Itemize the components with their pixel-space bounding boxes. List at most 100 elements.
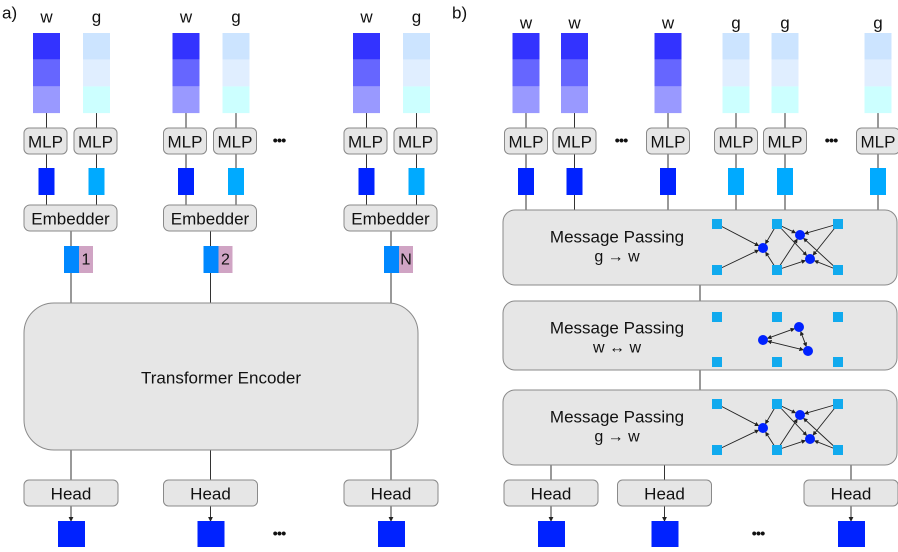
g-input-stack-segment [772, 60, 799, 87]
mlp-w-box: MLP [505, 128, 548, 154]
w-input-stack-segment [353, 86, 380, 113]
ellipsis-icon: ••• [615, 133, 629, 150]
w-input-stack-segment [173, 60, 200, 87]
grid-node-square [712, 399, 722, 409]
weather-node-circle [758, 423, 768, 433]
w-input-stack [33, 33, 60, 113]
w-input-stack-segment [33, 33, 60, 60]
g-input-label: g [412, 8, 421, 27]
w-input-label: w [519, 14, 533, 33]
mlp-w-box: MLP [164, 128, 207, 154]
message-passing-direction: w ↔ w [592, 340, 641, 357]
grid-node-square [772, 265, 782, 275]
weather-node-circle [805, 434, 815, 444]
ellipsis-icon: ••• [825, 133, 839, 150]
g-input-stack-segment [403, 60, 430, 87]
weather-node-circle [758, 335, 768, 345]
output-square [838, 521, 865, 547]
w-input-stack [173, 33, 200, 113]
mlp-g-box: MLP [764, 128, 807, 154]
weather-node-circle [803, 346, 813, 356]
embedder-box-label: Embedder [171, 210, 250, 229]
weather-node-circle [758, 243, 768, 253]
w-input-stack-segment [353, 60, 380, 87]
mlp-g-box: MLP [214, 128, 257, 154]
w-input-stack [561, 33, 588, 113]
weather-node-circle [795, 410, 805, 420]
g-input-stack [403, 33, 430, 113]
mlp-w-box: MLP [647, 128, 690, 154]
w-input-stack [513, 33, 540, 113]
w-embedding [39, 168, 55, 195]
grid-node-square [772, 357, 782, 367]
grid-node-square [833, 357, 843, 367]
ellipsis-icon: ••• [273, 133, 287, 150]
w-input-stack-segment [33, 60, 60, 87]
embedder-box-label: Embedder [351, 210, 430, 229]
g-input-stack-segment [865, 33, 892, 60]
grid-node-square [712, 265, 722, 275]
head-box: Head [344, 480, 438, 506]
g-input-stack [772, 33, 799, 113]
g-embedding [777, 168, 793, 195]
grid-node-square [833, 312, 843, 322]
g-input-stack-segment [403, 33, 430, 60]
head-box: Head [804, 480, 898, 506]
g-input-stack-segment [772, 33, 799, 60]
head-box: Head [504, 480, 598, 506]
grid-node-square [712, 219, 722, 229]
mlp-w-box: MLP [344, 128, 387, 154]
head-box: Head [164, 480, 258, 506]
grid-node-square [712, 445, 722, 455]
w-input-stack-segment [561, 60, 588, 87]
g-input-stack-segment [223, 60, 250, 87]
output-square [198, 521, 225, 547]
g-input-stack-segment [83, 60, 110, 87]
g-embedding [228, 168, 244, 195]
output-square [538, 521, 565, 547]
head-box-label: Head [831, 485, 872, 504]
w-input-stack-segment [353, 33, 380, 60]
grid-node-square [833, 265, 843, 275]
w-input-label: w [661, 14, 675, 33]
g-input-stack [83, 33, 110, 113]
w-embedding [567, 168, 583, 195]
embedder-box: Embedder [344, 205, 437, 231]
message-passing-block: Message Passing w ↔ w [503, 301, 897, 370]
panel-b-label: b) [452, 4, 467, 23]
w-input-stack-segment [655, 33, 682, 60]
message-passing-title: Message Passing [550, 319, 684, 338]
w-embedding [359, 168, 375, 195]
mlp-w-box-label: MLP [651, 133, 686, 152]
w-input-stack-segment [561, 33, 588, 60]
g-input-stack [723, 33, 750, 113]
g-input-stack [223, 33, 250, 113]
ellipsis-icon: ••• [752, 526, 766, 543]
w-input-stack-segment [655, 86, 682, 113]
g-embedding [409, 168, 425, 195]
mlp-w-box-label: MLP [168, 133, 203, 152]
transformer-encoder-label: Transformer Encoder [141, 369, 301, 388]
head-box-label: Head [51, 485, 92, 504]
position-index: N [400, 252, 412, 269]
embedder-box: Embedder [164, 205, 257, 231]
token-embedding [204, 246, 219, 273]
transformer-encoder: Transformer Encoder [24, 303, 418, 450]
position-index: 1 [82, 252, 91, 269]
mlp-g-box-label: MLP [719, 133, 754, 152]
g-embedding [728, 168, 744, 195]
mlp-g-box: MLP [715, 128, 758, 154]
embedder-box: Embedder [24, 205, 117, 231]
output-square [58, 521, 85, 547]
g-input-stack-segment [223, 86, 250, 113]
g-embedding [870, 168, 886, 195]
embedder-box-label: Embedder [31, 210, 110, 229]
mlp-g-box-label: MLP [768, 133, 803, 152]
mlp-g-box: MLP [394, 128, 437, 154]
w-input-label: w [179, 8, 193, 27]
grid-node-square [833, 399, 843, 409]
grid-node-square [712, 357, 722, 367]
